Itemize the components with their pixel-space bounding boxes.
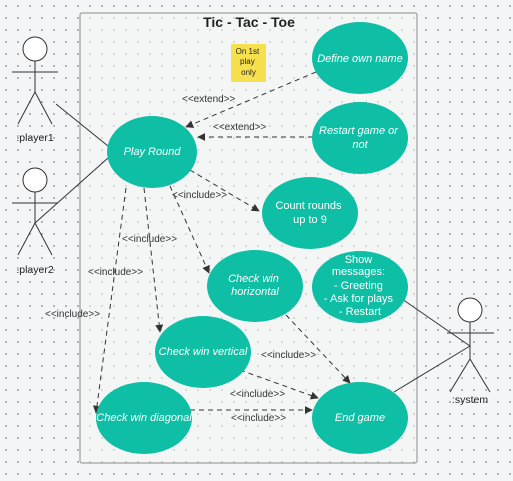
usecase-label: up to 9 [293,214,327,226]
actor-player1[interactable] [12,36,58,125]
include-diagonal-arrow [92,187,127,414]
include-h-end-arrow [285,314,351,384]
association-player1 [55,103,109,147]
actor-system[interactable] [447,297,494,393]
include-v-end-label: <<include>> [230,389,285,400]
include-diagonal-label: <<include>> [45,309,100,320]
usecase-label: not [352,139,368,151]
usecase-label: Play Round [124,146,182,158]
include-horizontal-arrow [169,185,210,274]
usecase-label: messages: [332,266,385,278]
extend-define-arrow [185,71,317,128]
relation-labels: <<extend>> <<extend>> <<include>> <<incl… [45,94,316,424]
note-line: play [240,57,255,66]
usecase-label: Restart game or [319,125,399,137]
usecase-label: - Greeting [334,280,383,292]
extend-restart-label: <<extend>> [213,122,267,133]
actor-head [457,297,483,323]
usecase-label: Show [345,254,373,266]
actor-player1-label: :player1 [16,132,54,144]
svg-text:Play Round: Play Round [124,146,182,158]
include-horizontal-label: <<include>> [88,267,143,278]
usecase-label: End game [335,412,385,424]
note: On 1st play only [231,44,266,82]
usecase-check-vertical[interactable]: Check win vertical [155,316,251,388]
usecase-label: Check win vertical [159,346,248,358]
associations [34,103,471,393]
include-v-end-arrow [239,369,319,400]
usecase-check-diagonal[interactable]: Check win diagonal [96,382,192,454]
svg-text:Show messages: - G: Show messages: - Greeting - Ask for play… [324,254,396,318]
association-system-messages [401,298,471,347]
include-vertical-label: <<include>> [122,234,177,245]
note-line: only [241,68,256,77]
usecase-label: Define own name [317,53,403,65]
svg-text:Check win vertical: Check win vertical [159,346,248,358]
svg-text:Check win horizontal: Check win horizontal [228,273,282,298]
association-player2 [34,157,109,224]
include-d-end-label: <<include>> [231,413,286,424]
usecase-label: Check win diagonal [96,412,192,424]
usecase-define-name[interactable]: Define own name [312,22,408,94]
usecase-show-messages[interactable]: Show messages: - Greeting - Ask for play… [312,251,408,323]
usecase-check-horizontal[interactable]: Check win horizontal [207,250,303,322]
actor-player2-label: :player2 [16,264,54,276]
svg-text:End game: End game [335,412,385,424]
svg-text:Count rounds up to 9: Count rounds up to 9 [275,200,344,226]
note-line: On 1st [236,47,260,56]
usecase-label: Count rounds [275,200,342,212]
include-count-arrow [189,169,260,212]
include-vertical-arrow [143,187,164,333]
include-h-end-label: <<include>> [261,350,316,361]
relations [92,71,351,414]
diagram-title: Tic - Tac - Toe [203,14,295,30]
association-system-endgame [393,345,471,393]
usecase-label: - Ask for plays [324,293,394,305]
svg-text:Define own name: Define own name [317,53,403,65]
usecase-count-rounds[interactable]: Count rounds up to 9 [262,177,358,249]
svg-text:Check win diagonal: Check win diagonal [96,412,192,424]
usecase-label: Check win [228,273,279,285]
include-count-label: <<include>> [172,190,227,201]
usecase-play-round[interactable]: Play Round [107,116,197,188]
usecase-label: horizontal [231,286,279,298]
usecase-end-game[interactable]: End game [312,382,408,454]
svg-text:On 1st play only: On 1st play only [236,47,262,77]
actor-head [22,36,48,62]
actor-head [22,167,48,193]
actor-system-label: :system [452,394,488,406]
usecase-restart[interactable]: Restart game or not [312,102,408,174]
svg-text:Restart game or not: Restart game or not [319,125,401,151]
actor-player2[interactable] [12,167,58,256]
usecase-label: - Restart [339,306,381,318]
extend-define-label: <<extend>> [182,94,236,105]
